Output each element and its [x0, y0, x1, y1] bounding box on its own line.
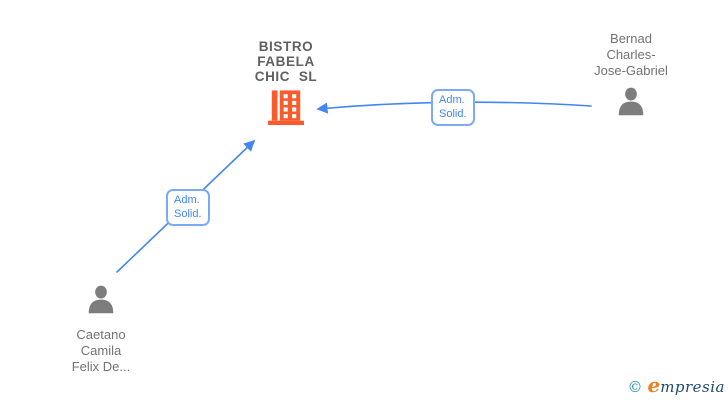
person-name-line: Bernad [610, 31, 652, 46]
edge-label-line: Solid. [439, 108, 467, 120]
building-icon[interactable] [267, 89, 305, 125]
edge-label-adm-solid-bernad: Adm. Solid. [431, 89, 475, 126]
copyright-icon: © [627, 378, 643, 396]
person-name-line: Camila [80, 343, 122, 358]
brand-initial: e [647, 373, 661, 397]
person-icon[interactable] [614, 86, 648, 120]
person-name-line: Charles- [606, 47, 656, 62]
person-node-bernad[interactable]: Bernad Charles- Jose-Gabriel [551, 31, 711, 125]
edge-label-adm-solid-caetano: Adm. Solid. [166, 189, 210, 226]
person-icon[interactable] [84, 284, 118, 318]
company-name-line: CHIC SL [254, 69, 318, 84]
person-name-line: Jose-Gabriel [594, 63, 668, 78]
person-name-line: Caetano [76, 327, 126, 342]
brand-logo: empresia [647, 373, 725, 397]
person-node-caetano[interactable]: Caetano Camila Felix De... [21, 284, 181, 375]
edge-label-line: Solid. [174, 208, 202, 220]
person-name-line: Felix De... [71, 359, 131, 374]
company-name-line: BISTRO [258, 39, 314, 54]
company-node[interactable]: BISTRO FABELA CHIC SL [211, 39, 361, 130]
edge-label-line: Adm. [439, 94, 465, 106]
brand-watermark[interactable]: © empresia [627, 373, 725, 397]
company-name-line: FABELA [257, 54, 315, 69]
edge-label-line: Adm. [174, 194, 200, 206]
brand-rest: mpresia [660, 378, 725, 396]
